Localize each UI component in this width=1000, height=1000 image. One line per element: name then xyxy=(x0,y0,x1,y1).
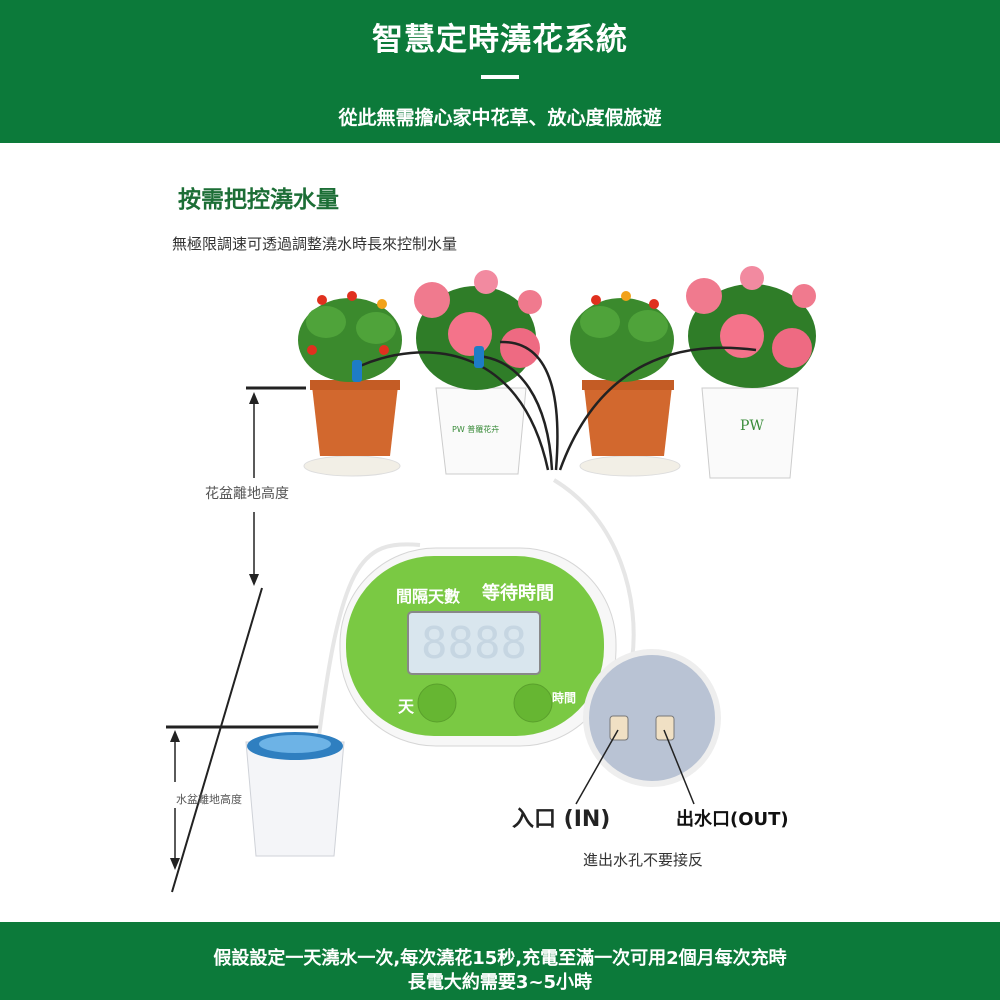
day-button-label: 天 xyxy=(398,697,415,716)
wait-time-label: 等待時間 xyxy=(482,583,554,604)
title-divider xyxy=(481,75,519,79)
interval-days-label: 間隔天數 xyxy=(396,587,461,606)
water-height-label: 水盆離地高度 xyxy=(176,793,242,806)
footer-line-2: 長電大約需要3~5小時 xyxy=(407,972,593,993)
flower-pot-2: PW 普羅花卉 xyxy=(414,270,542,475)
pot-brand: PW xyxy=(740,418,764,434)
page-title: 智慧定時澆花系統 xyxy=(372,22,628,58)
connection-note: 進出水孔不要接反 xyxy=(583,851,704,869)
section-heading: 按需把控澆水量 xyxy=(178,187,339,213)
section-description: 無極限調速可透過調整澆水時長來控制水量 xyxy=(172,235,458,253)
pot-height-label: 花盆離地高度 xyxy=(205,486,289,502)
footer-line-1: 假設設定一天澆水一次,每次澆花15秒,充電至滿一次可用2個月每次充時 xyxy=(213,948,787,969)
water-height-marker xyxy=(166,725,322,870)
floor-perspective-line xyxy=(171,587,263,893)
bottom-banner xyxy=(0,922,1000,1000)
pot-height-marker xyxy=(246,386,306,586)
timer-device xyxy=(339,547,617,747)
inlet-label: 入口 (IN) xyxy=(512,807,611,832)
pot-brand-small: PW 普羅花卉 xyxy=(452,424,499,434)
flower-pot-1 xyxy=(298,291,402,477)
water-cup xyxy=(245,732,345,857)
outlet-label: 出水口(OUT) xyxy=(676,809,789,830)
page-subtitle: 從此無需擔心家中花草、放心度假旅遊 xyxy=(338,107,662,129)
flower-pot-4: PW xyxy=(686,266,816,479)
port-closeup xyxy=(575,649,721,805)
lcd-display: 8888 xyxy=(421,618,527,669)
hour-button-label: 時間 xyxy=(552,691,577,705)
flower-pot-3 xyxy=(570,291,681,477)
top-banner xyxy=(0,0,1000,143)
drip-tubes xyxy=(314,340,757,761)
